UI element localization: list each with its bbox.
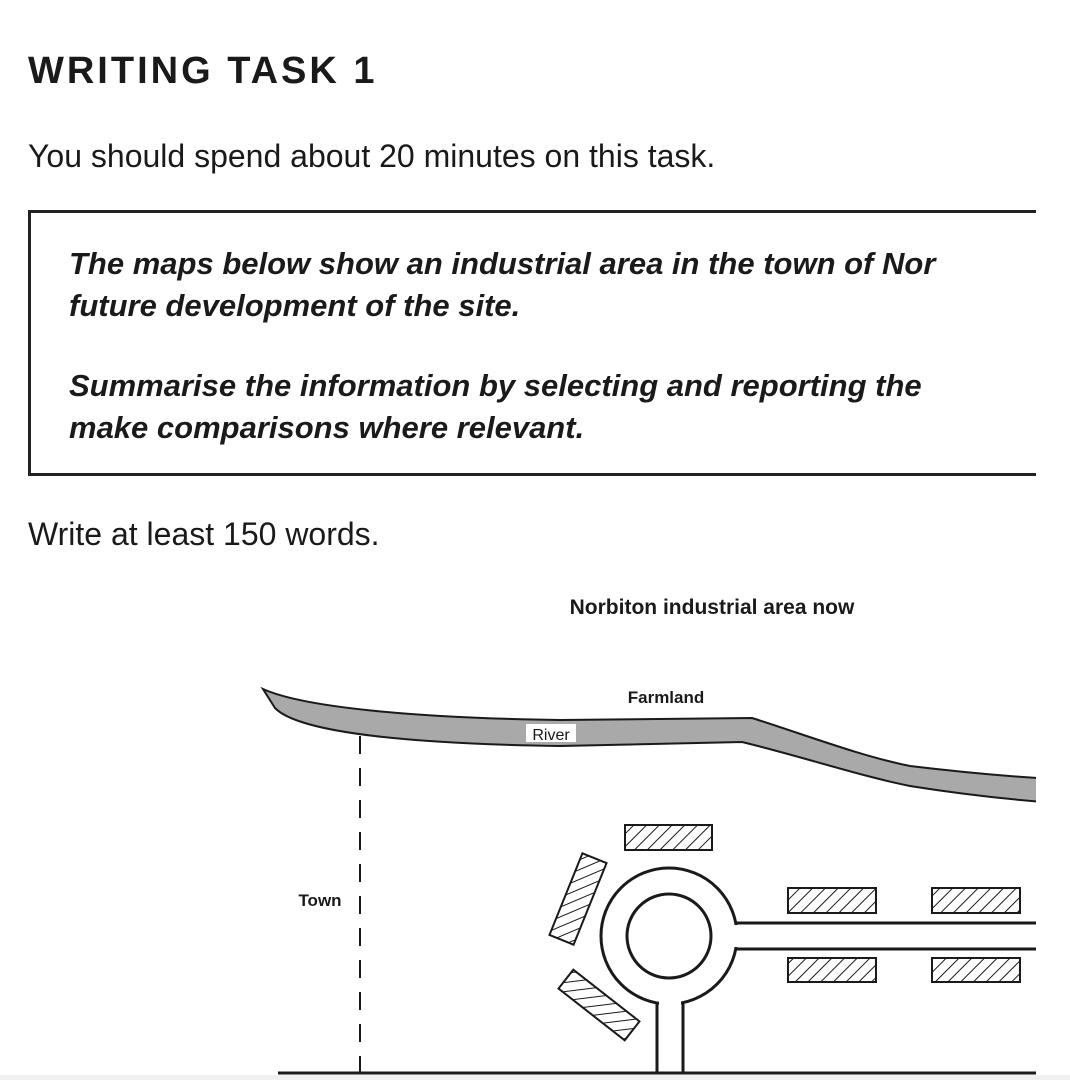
task-prompt-box: The maps below show an industrial area i… (28, 210, 1070, 476)
prompt-line: make comparisons where relevant. (69, 410, 585, 445)
river-label: River (532, 727, 570, 744)
prompt-line: future development of the site. (69, 288, 521, 323)
prompt-line: Summarise the information by selecting a… (69, 368, 922, 403)
page-right-margin (1036, 0, 1070, 1080)
farmland-label: Farmland (628, 688, 705, 707)
junction-gap (659, 988, 681, 1008)
factory-building (787, 887, 877, 914)
prompt-line: The maps below show an industrial area i… (69, 246, 936, 281)
prompt-paragraph-2: Summarise the information by selecting a… (69, 365, 922, 449)
factory-building (557, 968, 641, 1042)
map-figure: Norbiton industrial area now Farmland Ri… (0, 580, 1070, 1080)
factory-building (787, 957, 877, 983)
factory-building (624, 824, 713, 851)
factory-building (548, 852, 608, 946)
time-instruction: You should spend about 20 minutes on thi… (28, 138, 716, 174)
task-heading: WRITING TASK 1 (28, 50, 378, 92)
junction-gap (720, 925, 740, 947)
town-label: Town (298, 891, 341, 910)
factory-building (931, 957, 1021, 983)
factory-building (931, 887, 1021, 914)
word-count-instruction: Write at least 150 words. (28, 516, 380, 552)
roundabout-inner (625, 892, 713, 980)
town-label-bg (292, 884, 350, 910)
map-svg: Norbiton industrial area now Farmland Ri… (260, 596, 1070, 1075)
bottom-strip (0, 1075, 1070, 1080)
map-title: Norbiton industrial area now (570, 596, 855, 619)
prompt-paragraph-1: The maps below show an industrial area i… (69, 243, 935, 327)
river-label-bg (526, 724, 576, 742)
